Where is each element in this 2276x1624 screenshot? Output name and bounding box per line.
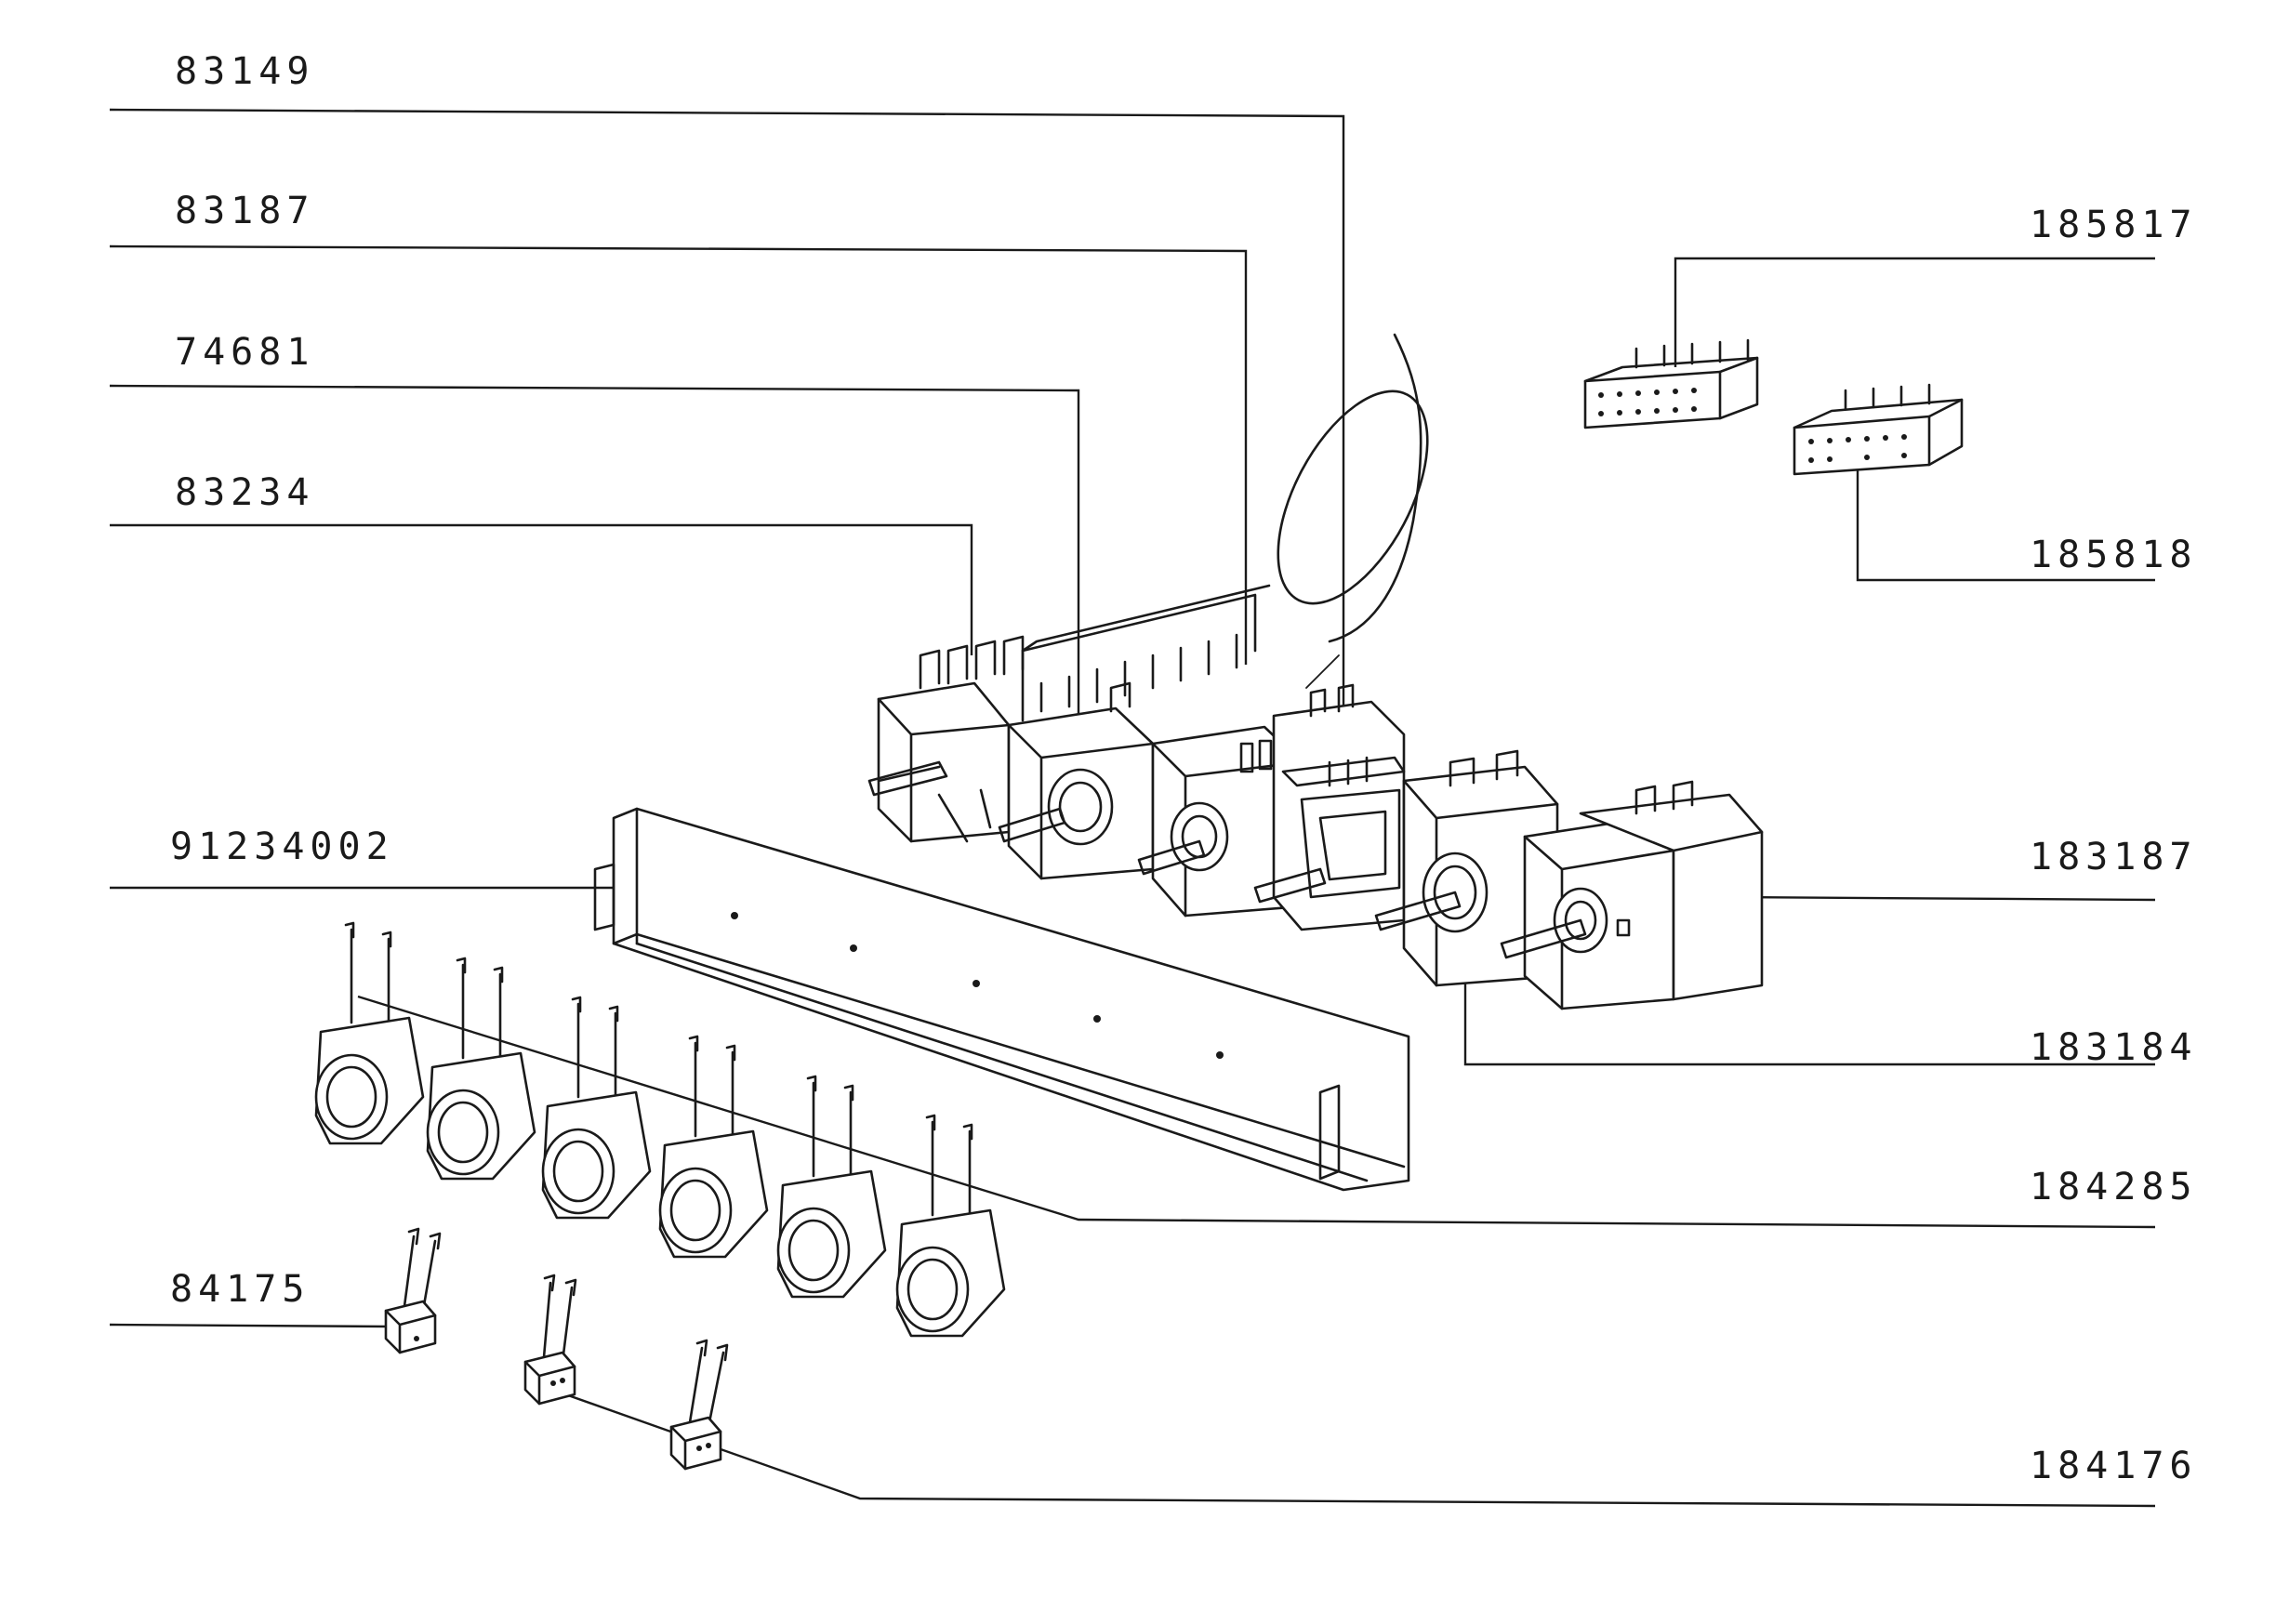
- switch-183187: [1500, 780, 1764, 1010]
- indicator-lamp-4: [658, 1035, 769, 1259]
- switch-74681: [998, 584, 1271, 880]
- leader-184176: [538, 1383, 2156, 1508]
- cable-loop: [1277, 333, 1429, 689]
- part-label-83234: 83234: [175, 471, 314, 514]
- part-label-183184: 183184: [2030, 1026, 2198, 1069]
- leader-84175: [109, 1323, 391, 1328]
- terminal-184176-a: [523, 1274, 577, 1406]
- leader-185817: [1674, 257, 2155, 367]
- part-label-83149: 83149: [175, 50, 314, 93]
- leader-184285: [357, 995, 2156, 1229]
- terminal-184176-b: [669, 1339, 729, 1471]
- indicator-lamp-3: [541, 996, 652, 1220]
- leader-183187: [1724, 895, 2156, 902]
- part-label-185818: 185818: [2030, 534, 2198, 576]
- part-label-184285: 184285: [2030, 1166, 2198, 1208]
- switch-block-83234: [867, 635, 1025, 843]
- part-label-74681: 74681: [175, 331, 314, 374]
- part-label-184176: 184176: [2030, 1445, 2198, 1487]
- switch-183184: [1374, 749, 1559, 987]
- connector-185817: [1583, 338, 1759, 429]
- switch-83187: [1137, 725, 1303, 918]
- leader-74681: [109, 384, 1080, 718]
- leader-185818: [1856, 465, 2155, 582]
- connector-185818: [1793, 383, 1964, 476]
- part-label-83187: 83187: [175, 190, 314, 232]
- switch-83149: [1253, 683, 1406, 931]
- panel-rail-91234002: [593, 807, 1410, 1192]
- indicator-lamp-1: [314, 921, 425, 1145]
- indicator-lamp-6: [895, 1114, 1006, 1338]
- indicator-lamp-2: [426, 957, 536, 1181]
- leader-83187: [109, 244, 1248, 665]
- part-label-84175: 84175: [170, 1268, 310, 1311]
- part-label-183187: 183187: [2030, 836, 2198, 878]
- leader-83234: [110, 523, 973, 655]
- part-label-185817: 185817: [2030, 204, 2198, 246]
- indicator-lamp-5: [776, 1075, 887, 1299]
- leader-83149: [109, 108, 1345, 795]
- part-label-91234002: 91234002: [170, 825, 394, 868]
- leader-183184: [1463, 967, 2155, 1066]
- terminal-84175: [384, 1227, 442, 1354]
